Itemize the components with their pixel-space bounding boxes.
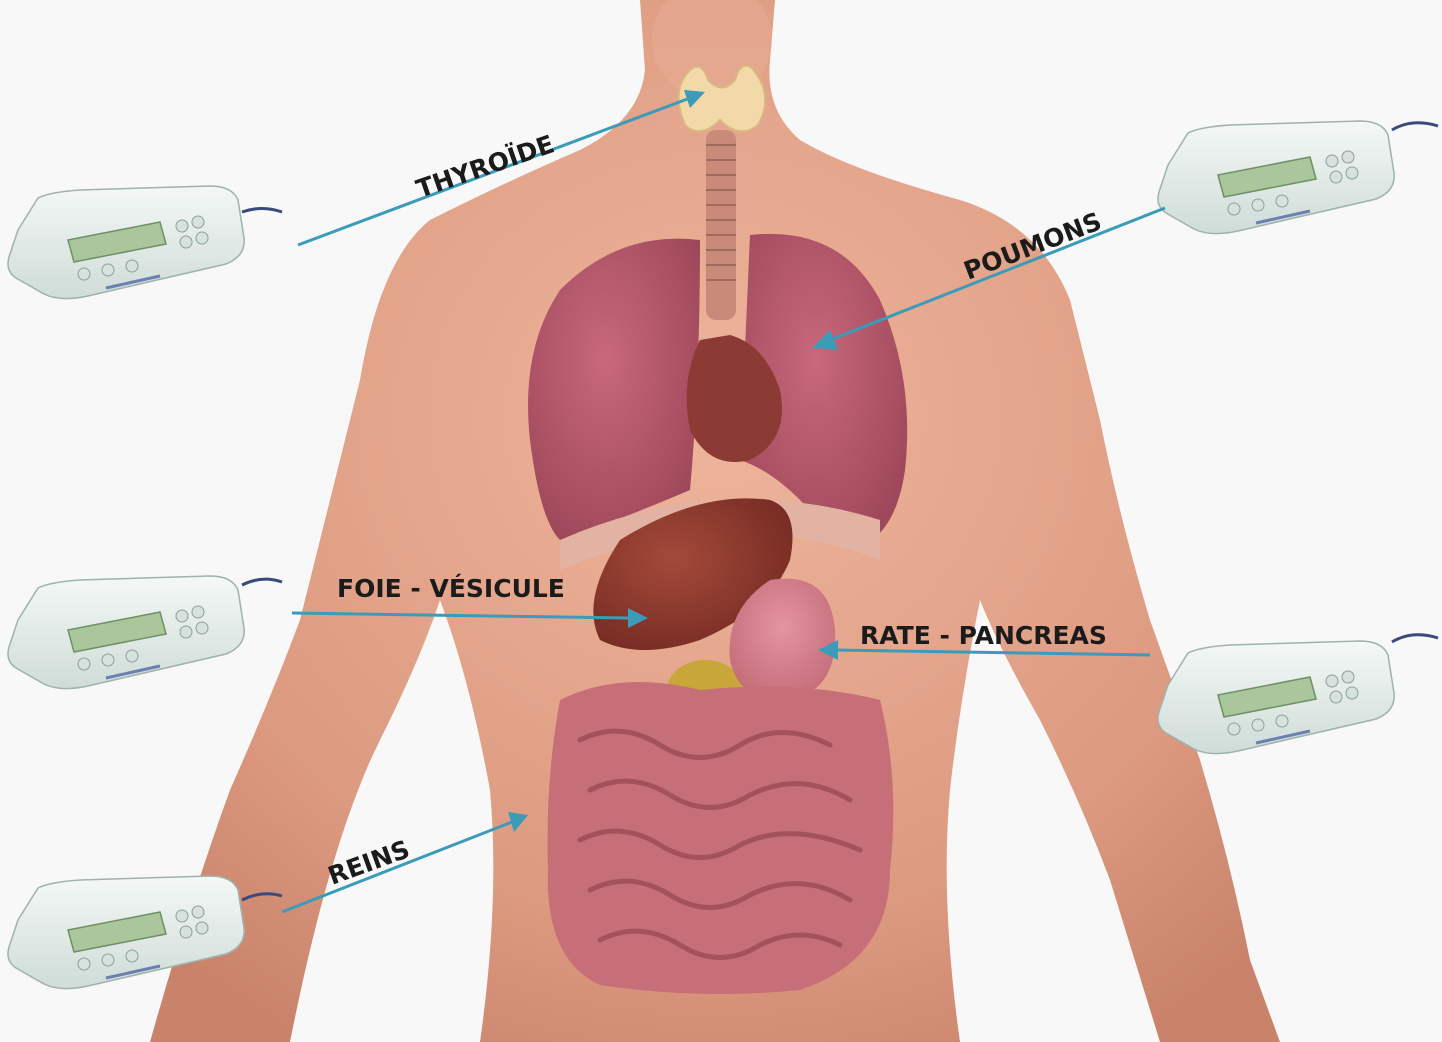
electro-stimulation-device-icon: [8, 576, 244, 689]
trachea: [706, 130, 736, 320]
intestines: [548, 682, 894, 994]
cable-icon: [242, 579, 282, 585]
label-spleen: RATE - PANCREAS: [860, 621, 1107, 650]
cable-icon: [1392, 635, 1438, 642]
electro-stimulation-device-icon: [1158, 641, 1394, 754]
electro-stimulation-device-icon: [1158, 121, 1394, 234]
electro-stimulation-device-icon: [8, 186, 244, 299]
cable-icon: [242, 209, 282, 213]
cable-icon: [1392, 123, 1438, 130]
label-liver: FOIE - VÉSICULE: [337, 574, 565, 603]
